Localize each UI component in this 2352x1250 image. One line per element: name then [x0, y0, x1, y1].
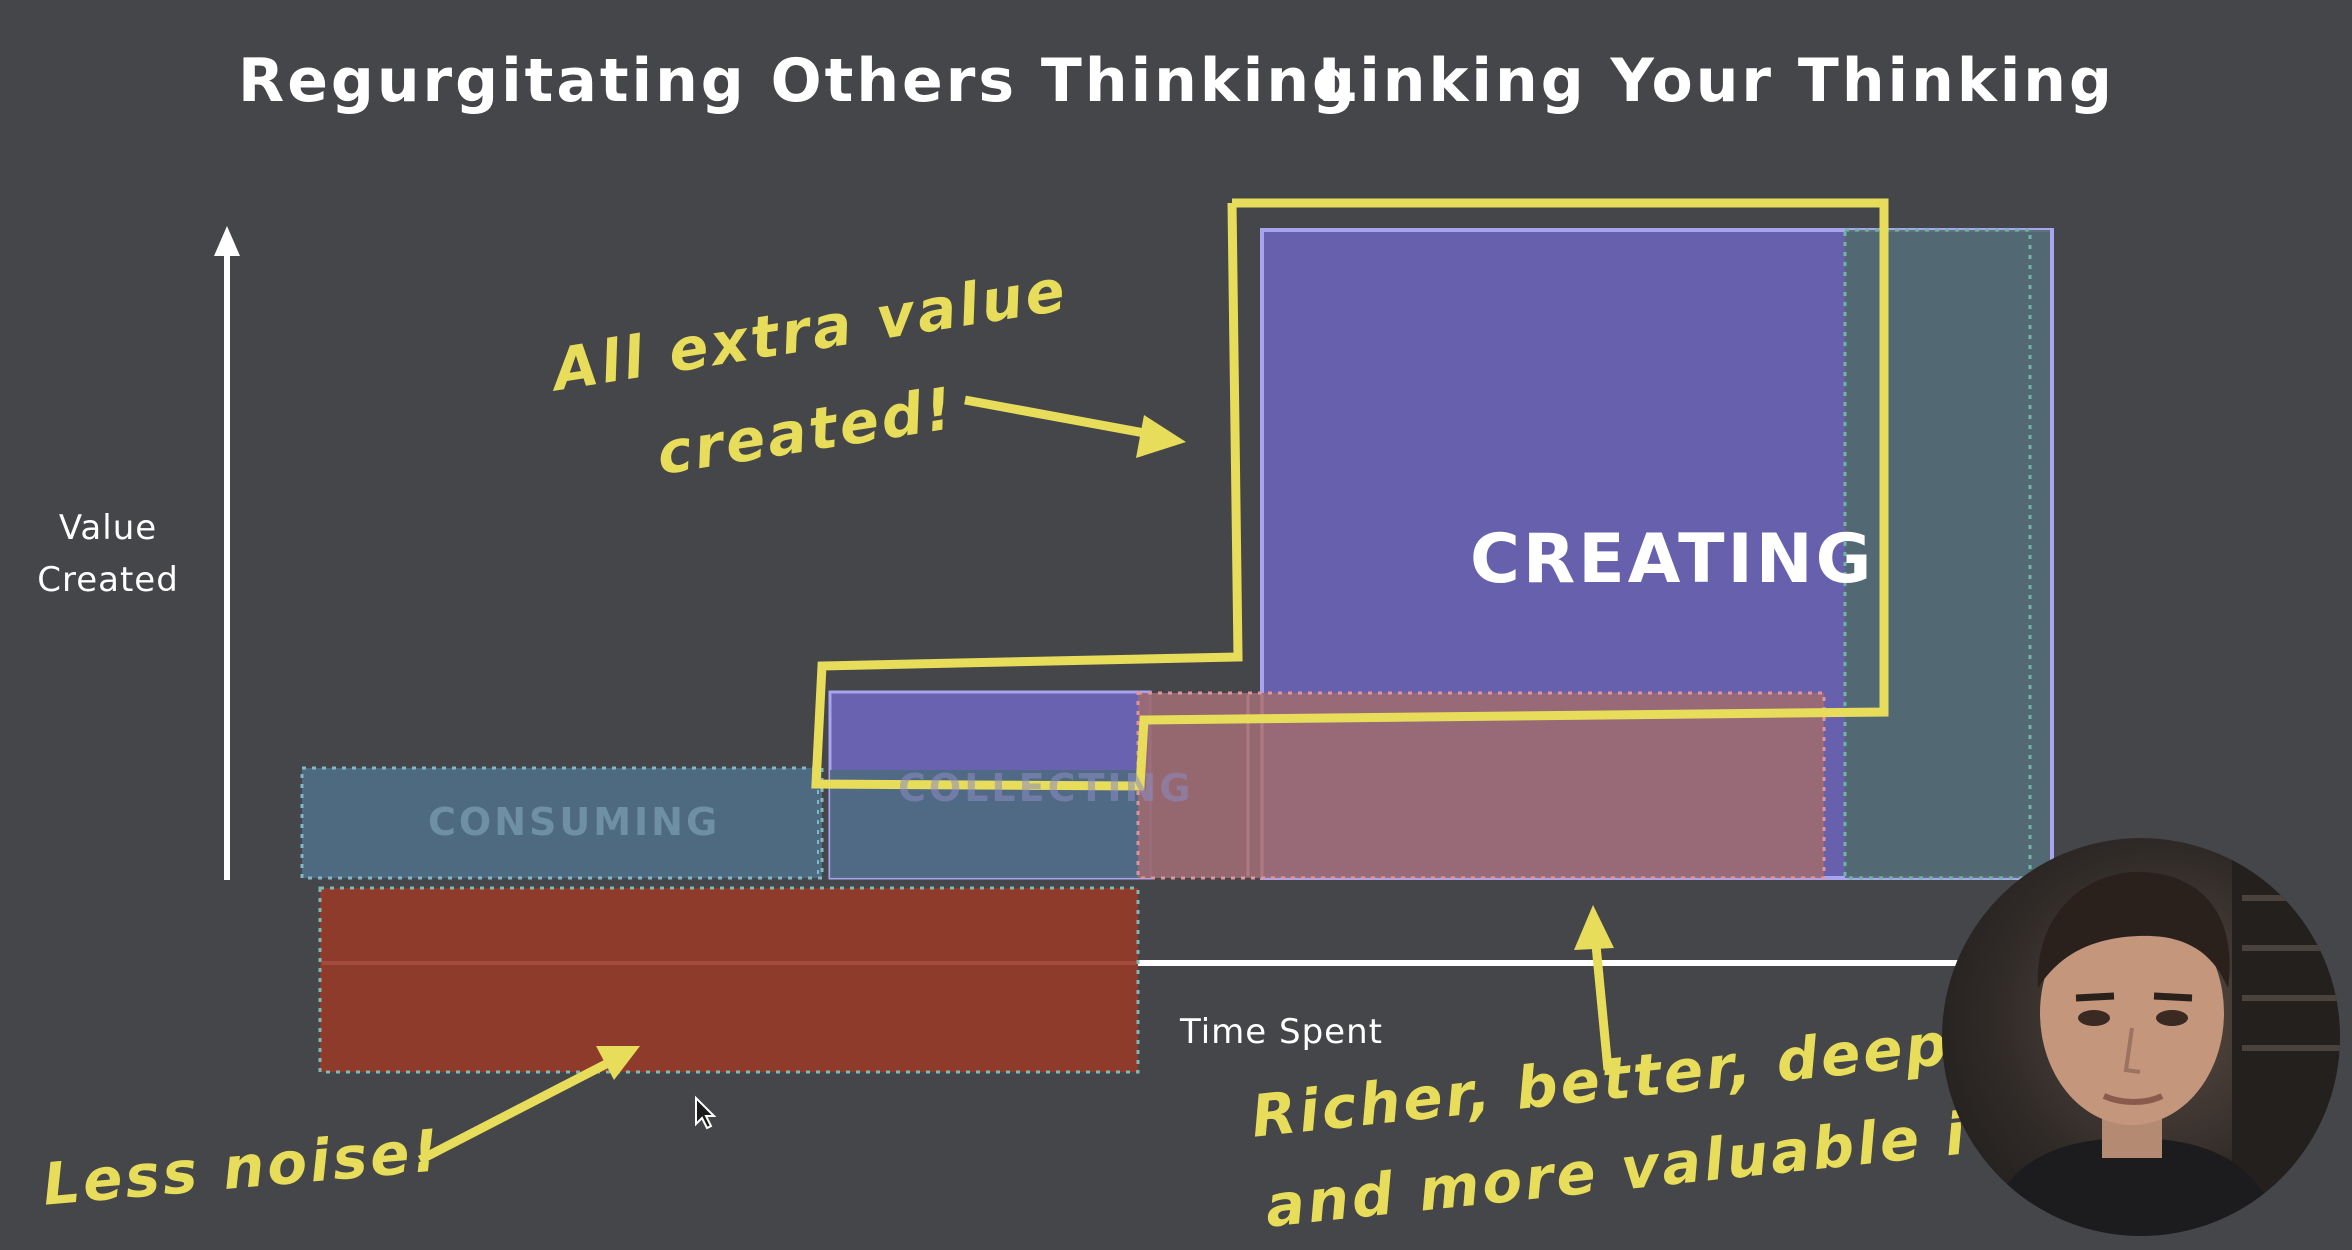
less-noise-arrowhead	[596, 1046, 640, 1080]
y-axis-label: Value Created	[28, 502, 188, 606]
less-noise-arrow-shaft	[417, 1058, 613, 1164]
creating-label: CREATING	[1470, 520, 1875, 599]
presenter-portrait	[1982, 838, 2340, 1236]
collecting-label: COLLECTING	[898, 766, 1194, 810]
creating-green-overlay	[1845, 230, 2050, 878]
extra-value-arrowhead	[1136, 415, 1186, 458]
extra-value-arrow-shaft	[964, 395, 1151, 439]
consuming-box	[300, 766, 824, 880]
y-axis-label-line1: Value	[58, 508, 158, 548]
consuming-label: CONSUMING	[428, 800, 721, 844]
presenter-webcam	[1942, 838, 2340, 1236]
heading-regurgitating: Regurgitating Others Thinking	[238, 46, 1358, 116]
x-axis-label: Time Spent	[1180, 1012, 1383, 1052]
heading-linking: Linking Your Thinking	[1318, 46, 2115, 116]
richer-arrow-shaft	[1591, 944, 1613, 1071]
y-axis-label-line2: Created	[37, 560, 179, 600]
y-axis-arrowhead	[214, 226, 240, 256]
pink-overlay-box	[1136, 691, 1826, 880]
richer-arrowhead	[1574, 905, 1614, 950]
mouse-cursor-icon	[695, 1095, 717, 1130]
green-box-outline	[1843, 228, 2032, 880]
extra-value-outline	[811, 198, 1889, 791]
noise-box	[318, 886, 1140, 1074]
